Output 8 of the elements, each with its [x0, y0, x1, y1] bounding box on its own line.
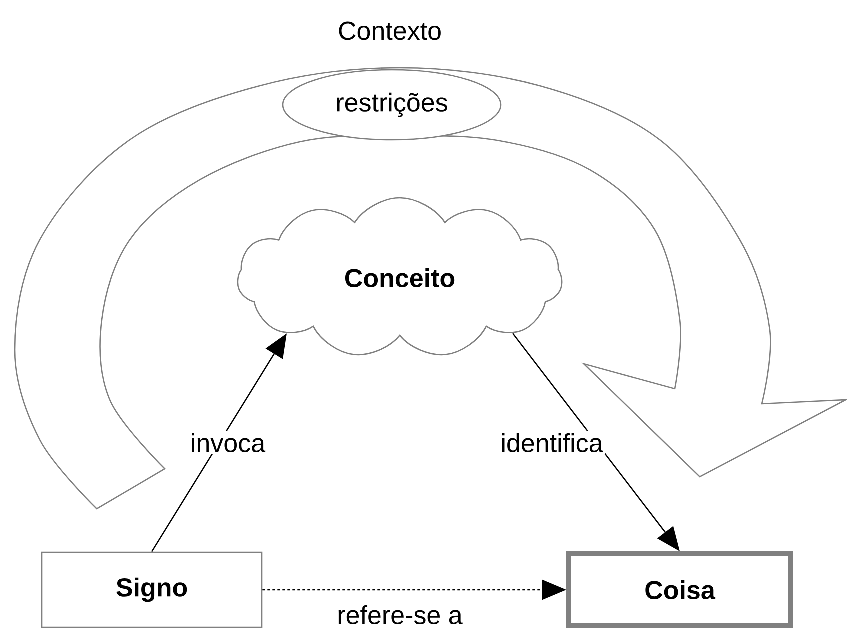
edge-label: identifica: [498, 431, 606, 455]
concept-cloud: Conceito: [237, 197, 563, 356]
edge-label: invoca: [188, 431, 268, 455]
process-box: Coisa: [566, 552, 794, 628]
title-label: Contexto: [339, 22, 441, 40]
edge-label: refere-se a: [335, 603, 465, 627]
process-box: Signo: [41, 552, 263, 628]
ellipse-node: restrições: [282, 69, 502, 141]
